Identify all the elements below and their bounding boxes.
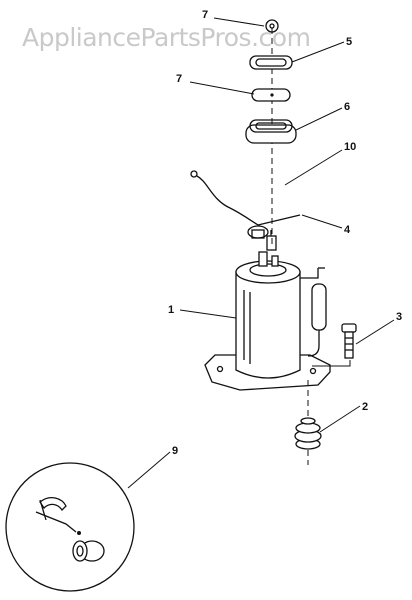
part-mount <box>245 119 297 144</box>
part-accumulator <box>300 267 327 357</box>
part-rubber-foot <box>294 417 322 450</box>
part-terminal-wire <box>190 170 301 239</box>
part-nut-top <box>265 19 279 33</box>
part-compressor <box>204 251 331 391</box>
leader-3 <box>355 319 395 345</box>
callout-3: 3 <box>396 311 402 323</box>
leader-5 <box>291 41 345 63</box>
leader-9 <box>127 451 171 489</box>
part-washer <box>249 55 293 70</box>
part-grommet <box>251 88 291 102</box>
callout-7-mid: 7 <box>176 73 182 85</box>
part-top-fitting <box>266 230 277 251</box>
watermark-text: AppliancePartsPros.com <box>22 23 310 52</box>
leader-7-top <box>213 17 265 27</box>
leader-1 <box>179 309 237 319</box>
part-detail-circle <box>5 462 135 592</box>
leader-7-mid <box>189 81 255 95</box>
part-bolt <box>341 323 357 359</box>
callout-1: 1 <box>168 304 174 316</box>
leader-2 <box>319 405 361 433</box>
leader-6 <box>295 107 343 131</box>
callout-4: 4 <box>344 224 351 236</box>
callout-10: 10 <box>344 141 356 153</box>
callout-7-top: 7 <box>202 9 208 21</box>
callout-6: 6 <box>344 101 350 113</box>
callout-2: 2 <box>362 401 368 413</box>
callout-9: 9 <box>172 445 178 457</box>
bolt-bracket-line <box>312 360 351 367</box>
leader-4 <box>301 214 343 229</box>
callout-5: 5 <box>346 36 352 48</box>
leader-10 <box>284 149 343 186</box>
